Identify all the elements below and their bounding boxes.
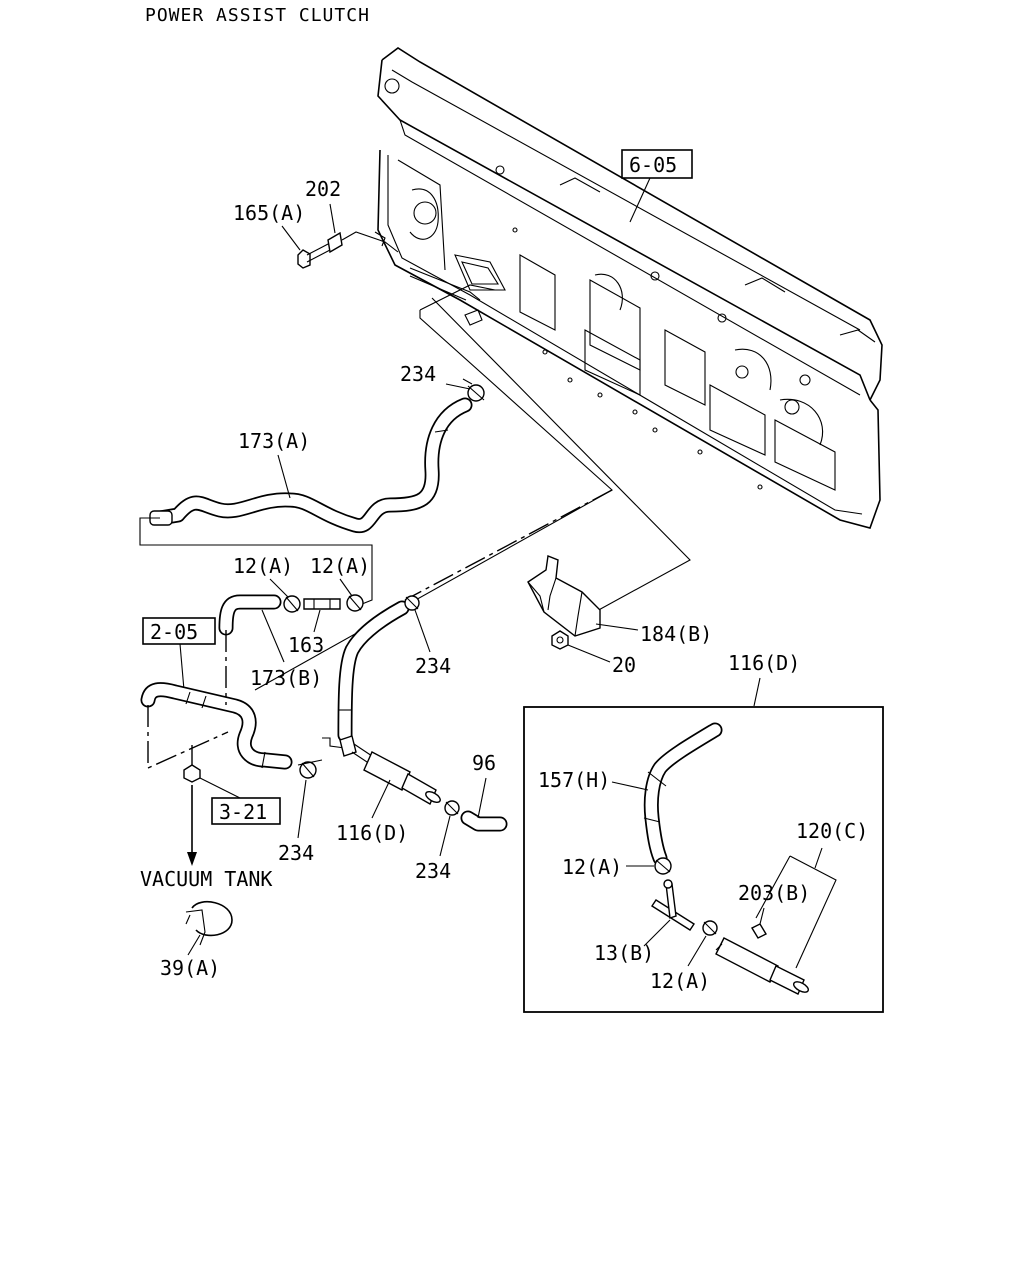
bolt-165a <box>297 242 331 269</box>
label-20: 20 <box>612 653 636 677</box>
clamp-12a-right <box>346 594 364 612</box>
label-202: 202 <box>305 177 341 201</box>
label-96: 96 <box>472 751 496 775</box>
ref-box-2-05 <box>142 617 216 645</box>
hose-96 <box>460 810 508 832</box>
label-234-mid: 234 <box>415 654 451 678</box>
hose-173b <box>218 594 282 636</box>
connector-203b <box>751 923 767 939</box>
ref-box-6-05 <box>621 149 693 179</box>
label-234-top: 234 <box>400 362 436 386</box>
ref-box-3-21 <box>211 797 281 825</box>
label-234-low: 234 <box>415 859 451 883</box>
clamp-234-top <box>462 378 485 402</box>
label-173a: 173(A) <box>238 429 310 453</box>
label-163: 163 <box>288 633 324 657</box>
clamp-234-left <box>297 759 323 779</box>
hose-157h <box>643 722 723 866</box>
label-12a-left: 12(A) <box>233 554 293 578</box>
assembly-120c <box>715 937 810 995</box>
dash-panel <box>377 47 883 529</box>
label-157h: 157(H) <box>538 768 610 792</box>
label-116d-top: 116(D) <box>728 651 800 675</box>
detail-inset-116d <box>523 706 884 1013</box>
lower-left-hose <box>140 682 293 770</box>
ref-6-05: 6-05 <box>629 153 677 177</box>
label-173b: 173(B) <box>250 666 322 690</box>
assembly-116d-mid <box>322 735 441 805</box>
clamp-12a-inset-top <box>654 857 672 875</box>
nut-20 <box>551 630 569 650</box>
fitting-3-21 <box>183 764 201 783</box>
label-165a: 165(A) <box>233 201 305 225</box>
hose-116d-upper <box>337 600 410 743</box>
connector-13b <box>651 879 695 931</box>
label-vacuum-tank: VACUUM TANK <box>140 867 272 891</box>
label-116d-mid: 116(D) <box>336 821 408 845</box>
label-120c: 120(C) <box>796 819 868 843</box>
label-13b: 13(B) <box>594 941 654 965</box>
label-184b: 184(B) <box>640 622 712 646</box>
label-12a-inset1: 12(A) <box>562 855 622 879</box>
bracket-184b <box>527 555 601 637</box>
hose-173a <box>149 397 473 534</box>
ref-2-05: 2-05 <box>150 620 198 644</box>
washer-202 <box>327 231 343 254</box>
ref-3-21: 3-21 <box>219 800 267 824</box>
clamp-12a-left <box>283 595 301 613</box>
label-234-left: 234 <box>278 841 314 865</box>
connector-163 <box>303 598 341 610</box>
clamp-12a-inset-low <box>702 920 718 936</box>
label-12a-inset2: 12(A) <box>650 969 710 993</box>
clamp-234-low <box>444 800 460 816</box>
label-12a-right: 12(A) <box>310 554 370 578</box>
diagram-title: POWER ASSIST CLUTCH <box>145 5 370 26</box>
label-39a: 39(A) <box>160 956 220 980</box>
clamp-234-mid <box>404 595 420 611</box>
clamp-39a <box>185 900 233 946</box>
